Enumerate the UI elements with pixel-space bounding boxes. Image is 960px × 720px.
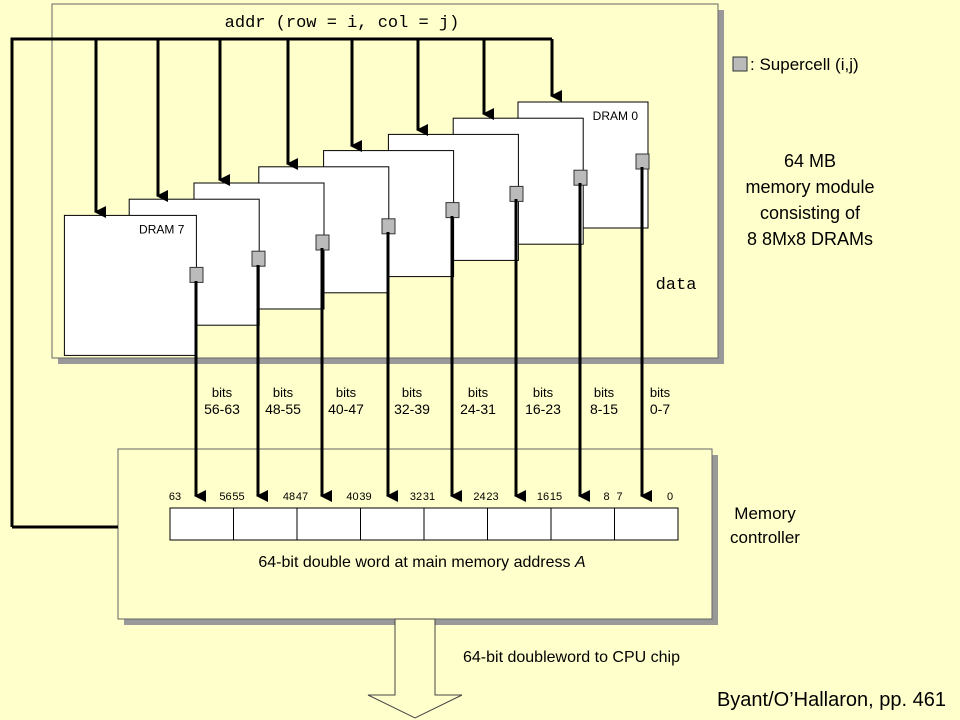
addr-label: addr (row = i, col = j) bbox=[225, 14, 460, 33]
register-bit-low: 56 bbox=[219, 491, 231, 503]
address-bus bbox=[10, 37, 562, 529]
register-bit-high: 31 bbox=[423, 491, 435, 503]
module-desc-line-4: 8 8Mx8 DRAMs bbox=[747, 229, 873, 249]
bit-group-line1: bits bbox=[468, 385, 489, 400]
supercell bbox=[251, 250, 266, 267]
register-bit-high: 47 bbox=[296, 491, 308, 503]
bit-group-line1: bits bbox=[336, 385, 357, 400]
register-bit-high: 23 bbox=[486, 491, 498, 503]
register-bit-high: 63 bbox=[169, 491, 181, 503]
word-caption-var: A bbox=[574, 554, 586, 571]
dram-label: DRAM 0 bbox=[593, 109, 639, 123]
bit-group-line1: bits bbox=[533, 385, 554, 400]
supercell bbox=[573, 169, 588, 186]
register-bit-low: 40 bbox=[346, 491, 358, 503]
bit-group-line2: 40-47 bbox=[328, 401, 364, 417]
citation: Byant/O’Hallaron, pp. 461 bbox=[717, 689, 946, 711]
controller-label-line-1: Memory bbox=[734, 504, 796, 523]
dram-chips: DRAM 0 DRAM 7 bbox=[63, 101, 650, 356]
controller-label-line-2: controller bbox=[730, 528, 800, 547]
bit-group-line2: 32-39 bbox=[394, 401, 430, 417]
supercell bbox=[381, 218, 396, 235]
bit-group-line2: 24-31 bbox=[460, 401, 496, 417]
bit-group-line2: 16-23 bbox=[525, 401, 561, 417]
bit-group-line1: bits bbox=[212, 385, 233, 400]
supercell-legend-icon bbox=[732, 56, 748, 72]
bit-group-line2: 0-7 bbox=[650, 401, 670, 417]
bit-group-line2: 48-55 bbox=[265, 401, 301, 417]
module-desc-line-2: memory module bbox=[745, 177, 874, 197]
data-label: data bbox=[656, 276, 697, 295]
dram-label: DRAM 7 bbox=[139, 222, 185, 236]
register-bit-low: 48 bbox=[283, 491, 295, 503]
module-desc-line-3: consisting of bbox=[760, 203, 861, 223]
register-bit-low: 0 bbox=[667, 491, 673, 503]
bit-group-labels: bits56-63bits48-55bits40-47bits32-39bits… bbox=[204, 385, 671, 417]
register-bit-high: 55 bbox=[232, 491, 244, 503]
register-bit-low: 24 bbox=[473, 491, 485, 503]
word-caption: 64-bit double word at main memory addres… bbox=[258, 554, 585, 571]
bit-group-line1: bits bbox=[402, 385, 423, 400]
supercell bbox=[635, 153, 650, 170]
supercell-legend-label: : Supercell (i,j) bbox=[750, 55, 859, 74]
register-bit-high: 15 bbox=[550, 491, 562, 503]
supercell bbox=[189, 266, 204, 283]
bit-group-line2: 56-63 bbox=[204, 401, 240, 417]
word-caption-text: 64-bit double word at main memory addres… bbox=[258, 554, 575, 571]
bit-group-line1: bits bbox=[273, 385, 294, 400]
dram-chip-7: DRAM 7 bbox=[63, 214, 204, 356]
output-label: 64-bit doubleword to CPU chip bbox=[463, 649, 680, 666]
supercell bbox=[445, 202, 460, 219]
supercell bbox=[315, 234, 330, 251]
output-arrow bbox=[367, 618, 463, 719]
bit-group-line2: 8-15 bbox=[590, 401, 618, 417]
bit-group-line1: bits bbox=[594, 385, 615, 400]
addr-bus-line bbox=[10, 37, 552, 527]
register-bit-high: 39 bbox=[359, 491, 371, 503]
register-bit-low: 32 bbox=[410, 491, 422, 503]
bit-group-line1: bits bbox=[650, 385, 671, 400]
register-bit-low: 16 bbox=[537, 491, 549, 503]
register-bit-high: 7 bbox=[616, 491, 622, 503]
dram-chip-body bbox=[63, 214, 197, 356]
module-desc-line-1: 64 MB bbox=[784, 151, 836, 171]
data-lines bbox=[194, 167, 652, 502]
register-bit-low: 8 bbox=[603, 491, 609, 503]
